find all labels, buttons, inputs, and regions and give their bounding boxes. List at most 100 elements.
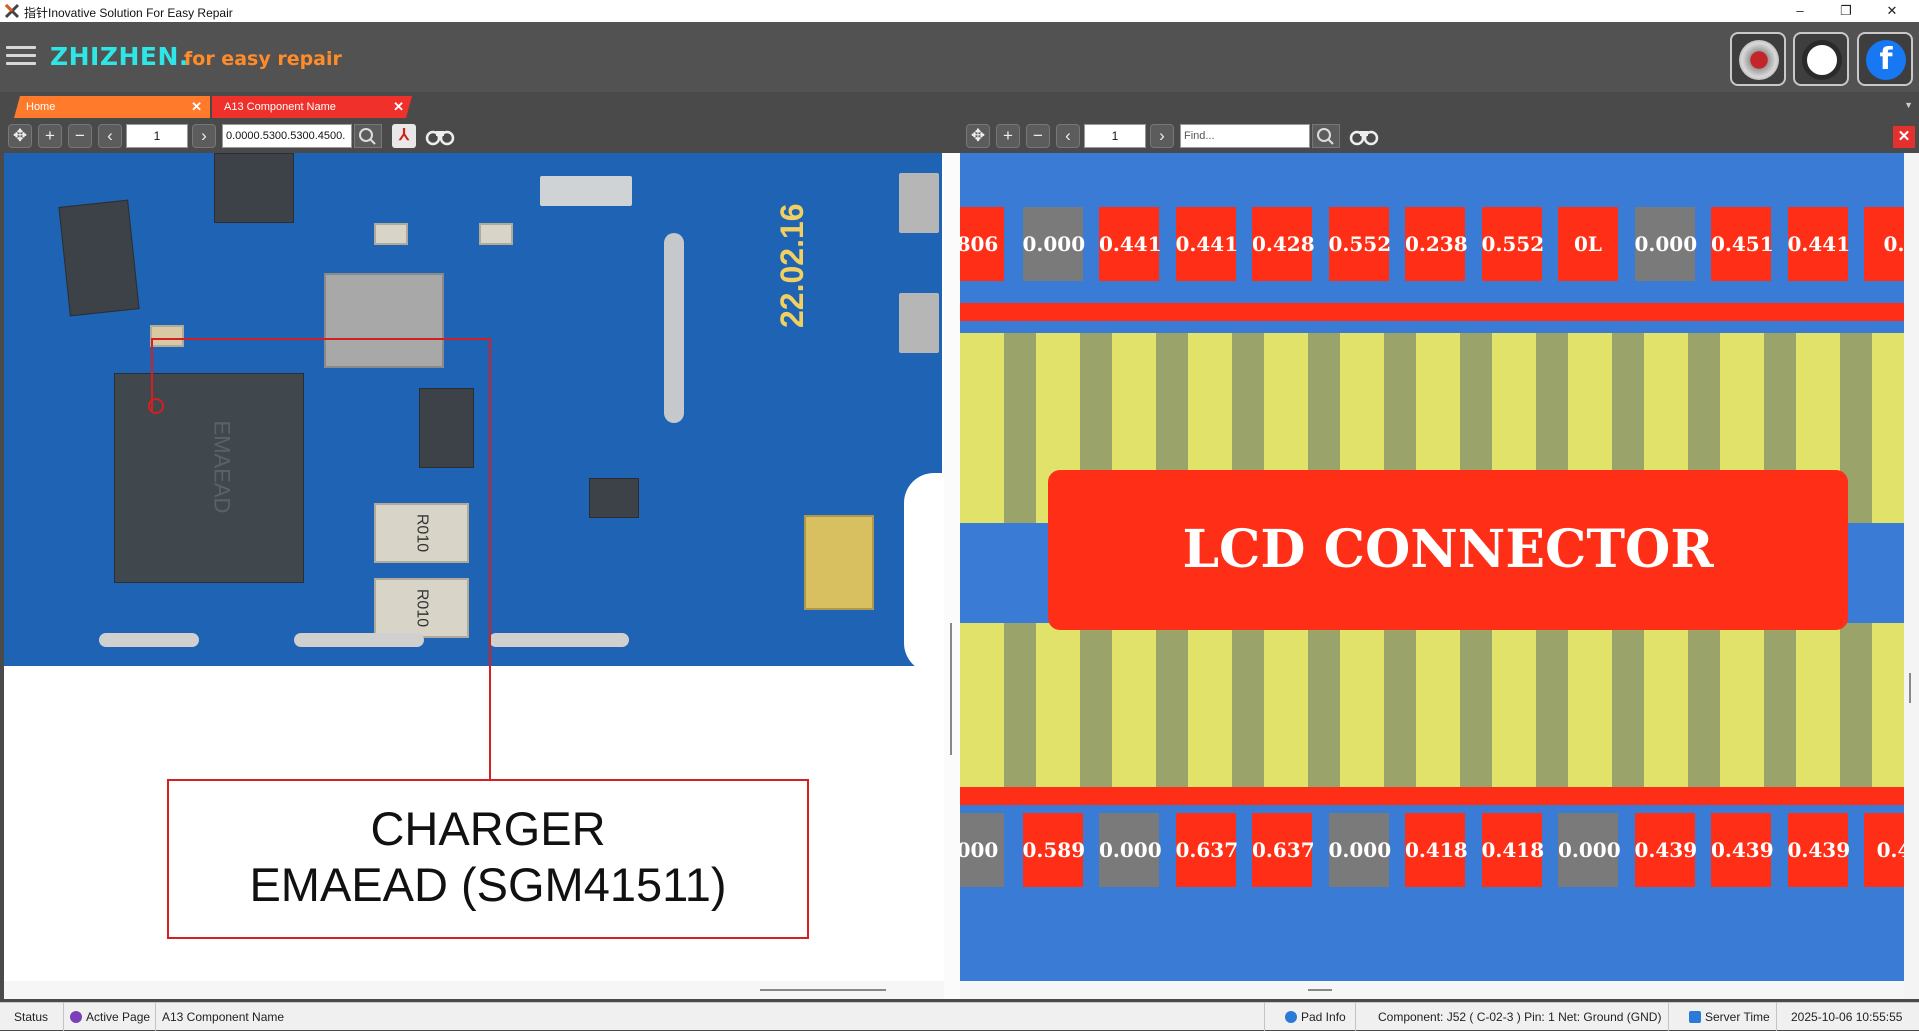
whatsapp-button[interactable]	[1793, 32, 1849, 86]
right-zoom-out-icon[interactable]: −	[1026, 124, 1050, 148]
bottom-value-cell[interactable]: 0.637	[1252, 813, 1315, 887]
whatsapp-icon	[1802, 40, 1842, 80]
top-value-cell[interactable]: 0.238	[1405, 207, 1468, 281]
top-value-cell[interactable]: 0.000	[1022, 207, 1085, 281]
bottom-value-cell[interactable]: 0.000	[1099, 813, 1162, 887]
tab-home-close-icon[interactable]: ✕	[191, 99, 202, 114]
gold-pad	[804, 515, 874, 610]
top-value-cell[interactable]: 0.	[1864, 207, 1904, 281]
premium-badge-icon	[1739, 40, 1779, 80]
prev-page-icon[interactable]: ‹	[98, 124, 122, 148]
long-pad	[664, 233, 684, 423]
clock-icon	[1689, 1011, 1701, 1023]
top-value-cell[interactable]: 0.000	[1634, 207, 1697, 281]
minimize-button[interactable]: –	[1796, 3, 1804, 18]
panel-splitter[interactable]	[944, 153, 960, 999]
app-icon	[4, 3, 20, 19]
top-value-cell[interactable]: 0.441	[1175, 207, 1238, 281]
tab-bar: Home ✕ A13 Component Name ✕ ▼	[0, 92, 1919, 120]
premium-button[interactable]	[1730, 32, 1786, 86]
right-search-input[interactable]: Find...	[1180, 124, 1310, 148]
fit-view-icon[interactable]: ✥	[8, 124, 32, 148]
status-label: Status	[0, 1003, 64, 1031]
right-toolbar: ✥ + − ‹ 1 › Find... ✕	[960, 120, 1919, 152]
pdf-icon[interactable]: ⅄	[392, 124, 416, 148]
tab-list-dropdown-icon[interactable]: ▼	[1904, 100, 1913, 110]
right-fit-view-icon[interactable]: ✥	[966, 124, 990, 148]
status-bar: Status Active Page A13 Component Name Pa…	[0, 1002, 1919, 1031]
tab-a13-component-name[interactable]: A13 Component Name ✕	[212, 96, 412, 118]
pad-bottom-3	[489, 633, 629, 647]
zoom-in-icon[interactable]: +	[38, 124, 62, 148]
bottom-value-cell[interactable]: 0.439	[1634, 813, 1697, 887]
bottom-value-cell[interactable]: 0.418	[1481, 813, 1544, 887]
tab-home[interactable]: Home ✕	[14, 96, 210, 118]
top-value-cell[interactable]: 0.552	[1328, 207, 1391, 281]
restore-button[interactable]: ❐	[1840, 3, 1852, 18]
right-next-page-icon[interactable]: ›	[1150, 124, 1174, 148]
top-value-cell[interactable]: 0.552	[1481, 207, 1544, 281]
pcb-image: EMAEAD R010 R010 22.02.16	[4, 153, 944, 673]
left-horizontal-scrollbar[interactable]	[4, 981, 944, 999]
active-page-icon	[70, 1011, 82, 1023]
pad-group-top	[540, 176, 632, 206]
pad-info: Pad Info	[1264, 1003, 1356, 1031]
charger-ic-chip: EMAEAD	[114, 373, 304, 583]
ic-chip-top-left	[58, 199, 140, 317]
server-time-value: 2025-10-06 10:55:55	[1791, 1010, 1903, 1024]
brand-logo: ZHIZHEN.	[50, 42, 189, 71]
right-board-view[interactable]: .8060.0000.4410.4410.4280.5520.2380.5520…	[960, 153, 1904, 981]
left-board-view[interactable]: EMAEAD R010 R010 22.02.16 CHARGER EMAEAD…	[4, 153, 944, 981]
top-value-cell[interactable]: 0.441	[1787, 207, 1850, 281]
right-prev-page-icon[interactable]: ‹	[1056, 124, 1080, 148]
left-search-input[interactable]: 0.0000.5300.5300.4500.	[222, 124, 352, 148]
inductor	[324, 273, 444, 368]
callout-line-1	[151, 338, 153, 412]
lcd-connector-label: LCD CONNECTOR	[1048, 470, 1848, 630]
component-label-line-1: CHARGER	[370, 802, 606, 855]
bottom-value-cell[interactable]: 0.637	[1175, 813, 1238, 887]
left-search-icon[interactable]	[354, 124, 382, 148]
pad-bottom-1	[99, 633, 199, 647]
bottom-value-cell[interactable]: 0.000	[1558, 813, 1621, 887]
right-search-icon[interactable]	[1312, 124, 1340, 148]
bottom-value-cell[interactable]: 0.418	[1405, 813, 1468, 887]
binoculars-icon[interactable]	[424, 126, 456, 146]
bottom-value-cell[interactable]: 0.000	[1328, 813, 1391, 887]
brand-tagline: for easy repair	[184, 48, 342, 70]
facebook-button[interactable]: f	[1857, 32, 1913, 86]
bottom-value-cell[interactable]: .000	[960, 813, 1004, 887]
edge-pad-2	[899, 293, 939, 353]
top-value-cell[interactable]: 0L	[1558, 207, 1618, 281]
bottom-value-cell[interactable]: 0.589	[1022, 813, 1085, 887]
left-page-input[interactable]: 1	[126, 124, 188, 148]
right-zoom-in-icon[interactable]: +	[996, 124, 1020, 148]
bottom-value-cell[interactable]: 0.439	[1787, 813, 1850, 887]
window-title: 指针Inovative Solution For Easy Repair	[24, 6, 233, 20]
right-binoculars-icon[interactable]	[1348, 126, 1380, 146]
info-icon	[1285, 1011, 1297, 1023]
tab-a13-label: A13 Component Name	[224, 101, 336, 113]
pad-bottom-2	[294, 633, 424, 647]
callout-line-3	[489, 338, 491, 781]
right-horizontal-scrollbar[interactable]	[960, 981, 1904, 999]
right-page-input[interactable]: 1	[1084, 124, 1146, 148]
callout-line-2	[151, 338, 491, 340]
date-print: 22.02.16	[774, 203, 810, 328]
window-titlebar: 指针Inovative Solution For Easy Repair – ❐…	[0, 0, 1919, 22]
top-value-cell[interactable]: 0.451	[1711, 207, 1774, 281]
zoom-out-icon[interactable]: −	[68, 124, 92, 148]
right-vertical-scrollbar[interactable]	[1904, 153, 1919, 999]
bottom-value-cell[interactable]: 0.4	[1864, 813, 1904, 887]
top-value-cell[interactable]: 0.441	[1099, 207, 1162, 281]
close-window-button[interactable]: ✕	[1886, 3, 1898, 18]
hamburger-menu-icon[interactable]	[6, 46, 36, 68]
bottom-value-cell[interactable]: 0.439	[1711, 813, 1774, 887]
close-right-panel-button[interactable]: ✕	[1893, 126, 1915, 148]
tab-a13-close-icon[interactable]: ✕	[393, 99, 404, 114]
top-red-strip	[960, 303, 1904, 321]
facebook-icon: f	[1866, 40, 1906, 80]
top-value-cell[interactable]: 0.428	[1252, 207, 1315, 281]
next-page-icon[interactable]: ›	[192, 124, 216, 148]
top-value-cell[interactable]: .806	[960, 207, 1004, 281]
